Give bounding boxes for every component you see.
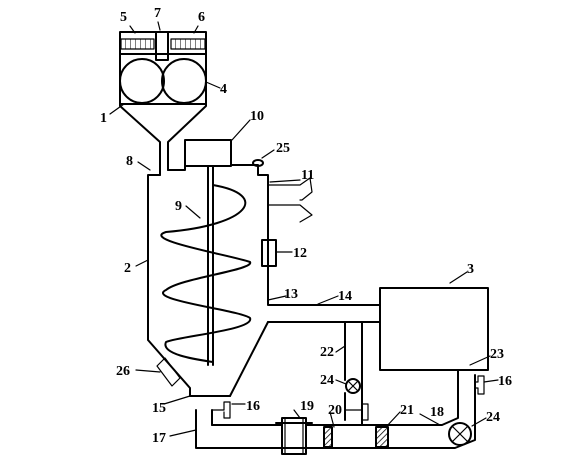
roller-right: [161, 58, 207, 104]
vessel-right-wall: [167, 164, 346, 306]
auger-screw: [160, 184, 252, 363]
label-11: 11: [301, 168, 314, 183]
label-17: 17: [152, 431, 166, 446]
label-24-upper: 24: [320, 373, 334, 388]
label-20: 20: [328, 403, 342, 418]
sensor-box: [261, 239, 277, 267]
label-16-left: 16: [246, 399, 260, 414]
vent-outlet-2: [267, 204, 313, 223]
filter-21: [375, 426, 389, 448]
label-9: 9: [175, 199, 182, 214]
return-pipe-inner: [211, 369, 459, 426]
relief-valve: [252, 159, 264, 167]
label-16-right: 16: [498, 374, 512, 389]
label-15: 15: [152, 401, 166, 416]
hopper: [119, 31, 207, 176]
feed-inlet: [155, 31, 169, 61]
return-pipe-outer: [195, 374, 476, 449]
label-2: 2: [124, 261, 131, 276]
motor: [184, 139, 232, 167]
label-23: 23: [490, 347, 504, 362]
label-21: 21: [400, 403, 414, 418]
label-12: 12: [293, 246, 307, 261]
label-8: 8: [126, 154, 133, 169]
label-25: 25: [276, 141, 290, 156]
label-26: 26: [116, 364, 130, 379]
label-5: 5: [120, 10, 127, 25]
label-22: 22: [320, 345, 334, 360]
tap-20: [344, 403, 369, 421]
vent-outlet: [267, 177, 313, 201]
hopper-right-wall: [167, 103, 207, 171]
label-14: 14: [338, 289, 352, 304]
label-19: 19: [300, 399, 314, 414]
label-13: 13: [284, 287, 298, 302]
label-4: 4: [220, 82, 227, 97]
roller-left: [119, 58, 165, 104]
filter-20: [323, 426, 333, 448]
leader-lines: [109, 21, 499, 437]
tap-16-left: [211, 401, 231, 419]
label-1: 1: [100, 111, 107, 126]
inspection-port: [156, 357, 181, 387]
tap-16-right: [474, 375, 485, 395]
label-6: 6: [198, 10, 205, 25]
label-18: 18: [430, 405, 444, 420]
label-10: 10: [250, 109, 264, 124]
hopper-left-wall: [119, 103, 161, 176]
vessel-left-wall: [147, 174, 191, 397]
screen-right: [170, 38, 206, 50]
tank: [379, 287, 489, 371]
valve-24-lower-x2: [451, 425, 469, 443]
vessel-cone-right: [229, 321, 269, 397]
main-vessel: [147, 164, 346, 397]
screen-left: [120, 38, 155, 50]
label-3: 3: [467, 262, 474, 277]
valve-24-upper-x2: [347, 380, 359, 392]
label-24-lower: 24: [486, 410, 500, 425]
label-7: 7: [154, 6, 161, 21]
